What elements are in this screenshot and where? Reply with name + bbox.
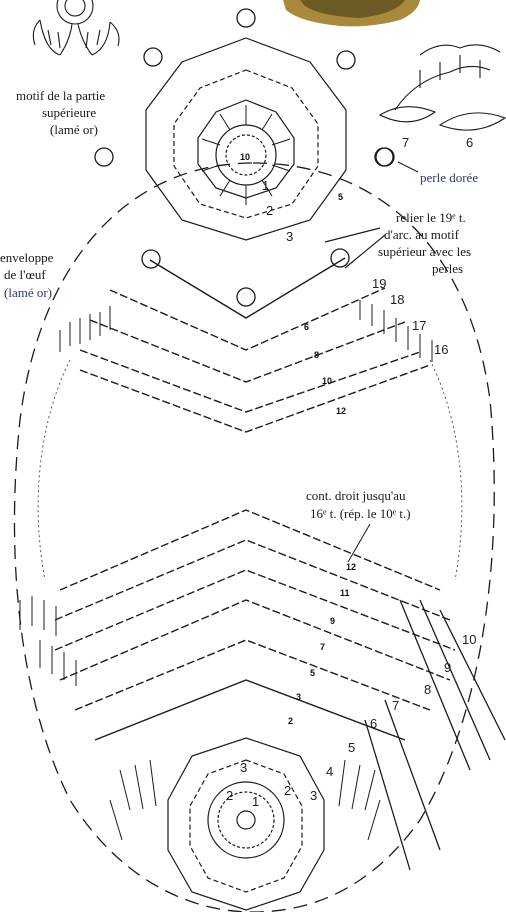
inset-row-7: 7 bbox=[402, 135, 409, 150]
bottom-row-number-3: 3 bbox=[296, 692, 301, 702]
right-row-number-17: 17 bbox=[412, 318, 426, 333]
bottom-row-number-11: 11 bbox=[340, 588, 350, 598]
top-row-number-3: 3 bbox=[286, 229, 293, 244]
relier-line-1: relier le 19ᵉ t. bbox=[396, 210, 466, 225]
right-row-number-18: 18 bbox=[390, 292, 404, 307]
center-bottom-row-2: 2 bbox=[226, 788, 233, 803]
bottom-row-number-12: 12 bbox=[346, 562, 356, 572]
relier-pointer-1 bbox=[325, 228, 380, 242]
motif-label-line-1: motif de la partie bbox=[16, 88, 105, 103]
enveloppe-line-1: enveloppe bbox=[0, 250, 54, 265]
bottom-row-number-9: 9 bbox=[330, 616, 335, 626]
center-bottom-row-3: 3 bbox=[240, 760, 247, 775]
right-row-number-16: 16 bbox=[434, 342, 448, 357]
flower-motif-top-left bbox=[33, 0, 119, 55]
pearl-pointer bbox=[398, 162, 418, 172]
perle-label: perle dorée bbox=[420, 170, 478, 185]
bottom-right-columns bbox=[365, 600, 505, 870]
br-row-number-10: 10 bbox=[462, 632, 476, 647]
top-row-number-12: 12 bbox=[336, 406, 346, 416]
motif-label-line-3: (lamé or) bbox=[50, 122, 98, 137]
motif-label-line-2: supérieure bbox=[42, 105, 96, 120]
bottom-row-number-2: 2 bbox=[288, 716, 293, 726]
bottom-row-number-7: 7 bbox=[320, 642, 325, 652]
inset-row-6: 6 bbox=[466, 135, 473, 150]
dotted-waist-left bbox=[38, 360, 70, 580]
br-row-number-5: 5 bbox=[348, 740, 355, 755]
top-row-number-8: 8 bbox=[314, 350, 319, 360]
br-row-number-2: 2 bbox=[284, 783, 291, 798]
bottom-left-fringe bbox=[20, 596, 76, 686]
enveloppe-line-2: de l'œuf bbox=[4, 267, 46, 282]
top-row-number-6: 6 bbox=[304, 322, 309, 332]
br-row-number-8: 8 bbox=[424, 682, 431, 697]
top-row-number-1: 1 bbox=[262, 178, 269, 193]
top-row-number-center: 10 bbox=[240, 152, 250, 162]
top-row-number-10: 10 bbox=[322, 376, 332, 386]
center-bottom-row-1: 1 bbox=[252, 794, 259, 809]
top-row-number-2: 2 bbox=[266, 203, 273, 218]
cont-line-2: 16ᵉ t. (rép. le 10ᵉ t.) bbox=[310, 506, 411, 521]
cont-line-1: cont. droit jusqu'au bbox=[306, 488, 406, 503]
br-row-number-7: 7 bbox=[392, 698, 399, 713]
relier-line-2: d'arc. au motif bbox=[384, 227, 460, 242]
dotted-waist-right bbox=[430, 360, 462, 580]
bottom-row-number-5: 5 bbox=[310, 668, 315, 678]
relier-line-3: supérieur avec les bbox=[378, 244, 471, 259]
br-row-number-9: 9 bbox=[444, 660, 451, 675]
relier-line-4: perles bbox=[432, 261, 463, 276]
pearl-bead bbox=[375, 148, 393, 166]
top-motif-rings bbox=[146, 38, 346, 240]
right-row-number-19: 19 bbox=[372, 276, 386, 291]
top-row-number-5: 5 bbox=[338, 192, 343, 202]
inset-petal-diagram bbox=[380, 45, 505, 130]
br-row-number-4: 4 bbox=[326, 764, 333, 779]
enveloppe-line-3: (lamé or) bbox=[4, 285, 52, 300]
br-row-number-6: 6 bbox=[370, 716, 377, 731]
br-row-number-3: 3 bbox=[310, 788, 317, 803]
